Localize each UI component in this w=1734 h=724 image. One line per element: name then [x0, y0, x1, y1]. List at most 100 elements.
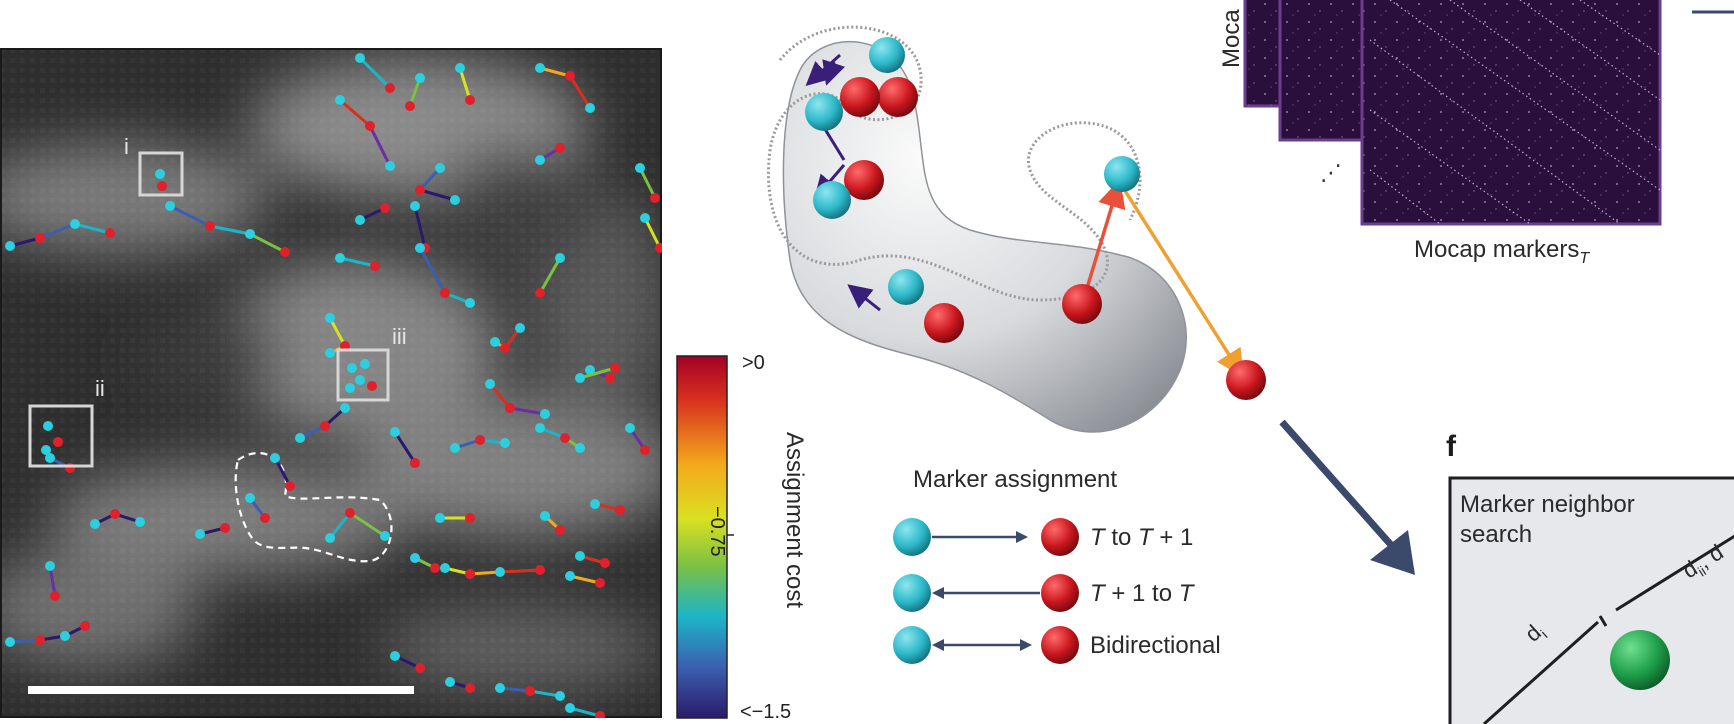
box-marker — [360, 359, 370, 369]
track-marker-cyan — [295, 433, 305, 443]
track-marker-cyan — [555, 691, 565, 701]
colorbar-gradient — [676, 355, 728, 719]
track-marker-cyan — [535, 423, 545, 433]
track-marker-cyan — [45, 453, 55, 463]
track-marker-red — [655, 243, 662, 253]
track-marker-red — [500, 343, 510, 353]
track-marker-red — [555, 143, 565, 153]
track-marker-red — [280, 247, 290, 257]
track-marker-cyan — [635, 163, 645, 173]
box-label-ii: ii — [95, 376, 105, 401]
legend-row-1: T to T + 1 — [1090, 524, 1194, 551]
track-marker-cyan — [270, 453, 280, 463]
track-marker-red — [615, 505, 625, 515]
panel-f-letter: f — [1446, 430, 1456, 463]
track-marker-cyan — [565, 703, 575, 713]
track-marker-cyan — [415, 73, 425, 83]
track-marker-cyan — [5, 241, 15, 251]
track-marker-cyan — [590, 499, 600, 509]
box-label-i: i — [124, 134, 129, 159]
box-marker — [347, 363, 357, 373]
track-marker-cyan — [340, 403, 350, 413]
track-marker-red — [345, 508, 355, 518]
highlight-box-iii — [336, 348, 390, 402]
track-marker-cyan — [355, 53, 365, 63]
track-marker-cyan — [335, 253, 345, 263]
track-marker-red — [205, 221, 215, 231]
track-marker-cyan — [380, 531, 390, 541]
track-marker-red — [440, 288, 450, 298]
colorbar-tick-top: >0 — [742, 352, 765, 374]
track-marker-cyan — [540, 409, 550, 419]
mocap-label: Mocap markersT — [1414, 236, 1590, 267]
track-marker-red — [565, 71, 575, 81]
highlight-box-i — [138, 151, 184, 197]
track-marker-cyan — [575, 443, 585, 453]
box-marker — [367, 381, 377, 391]
track-marker-red — [640, 445, 650, 455]
box-marker — [355, 375, 365, 385]
arrow-d — [847, 284, 881, 312]
track-marker-cyan — [535, 155, 545, 165]
track-marker-cyan — [325, 348, 335, 358]
track-marker-cyan — [385, 161, 395, 171]
track-marker-cyan — [5, 637, 15, 647]
colorbar — [676, 355, 734, 719]
track-marker-cyan — [435, 513, 445, 523]
box-marker — [53, 437, 63, 447]
marker-red — [840, 77, 880, 117]
legend-cyan-3 — [893, 626, 931, 664]
mocap-connector — [1692, 10, 1734, 14]
track-marker-cyan — [165, 201, 175, 211]
arrow-orange — [1120, 185, 1244, 378]
track-marker-red — [385, 83, 395, 93]
track-marker-cyan — [500, 438, 510, 448]
track-marker-cyan — [490, 337, 500, 347]
microscopy-panel — [0, 48, 662, 718]
track-marker-cyan — [135, 517, 145, 527]
track-marker-cyan — [485, 379, 495, 389]
track-marker-cyan — [355, 215, 365, 225]
box-label-iii: iii — [392, 324, 407, 349]
track-marker-red — [610, 363, 620, 373]
track-marker-cyan — [585, 103, 595, 113]
marker-cyan — [869, 37, 905, 73]
marker-red — [878, 77, 918, 117]
mocap-ellipsis: ⋰ — [1320, 160, 1342, 185]
marker-red — [1062, 284, 1102, 324]
track-marker-cyan — [390, 651, 400, 661]
track-marker-cyan — [575, 373, 585, 383]
marker-cyan — [1104, 156, 1140, 192]
box-marker — [157, 181, 167, 191]
track-marker-red — [465, 569, 475, 579]
track-marker-red — [465, 95, 475, 105]
track-marker-red — [595, 578, 605, 588]
track-marker-red — [35, 233, 45, 243]
legend-glyphs — [893, 518, 1079, 664]
track-marker-cyan — [70, 219, 80, 229]
track-marker-cyan — [450, 443, 460, 453]
track-marker-cyan — [325, 313, 335, 323]
track-marker-cyan — [445, 677, 455, 687]
track-marker-red — [105, 228, 115, 238]
legend-row-2: T + 1 to T — [1090, 580, 1194, 607]
track-marker-red — [535, 288, 545, 298]
track-marker-red — [525, 686, 535, 696]
arrow-red — [1082, 179, 1126, 299]
legend-red-2 — [1041, 574, 1079, 612]
box-marker — [345, 383, 355, 393]
legend-red-1 — [1041, 518, 1079, 556]
track-marker-red — [465, 683, 475, 693]
track-marker-red — [465, 513, 475, 523]
legend-cyan-2 — [893, 574, 931, 612]
track-marker-cyan — [415, 243, 425, 253]
mocap-diagonals — [1369, 0, 1661, 225]
box-marker — [43, 421, 53, 431]
track-marker-red — [320, 421, 330, 431]
track-marker-cyan — [245, 493, 255, 503]
track-marker-cyan — [465, 298, 475, 308]
track-marker-red — [405, 101, 415, 111]
track-marker-cyan — [555, 253, 565, 263]
track-marker-cyan — [495, 567, 505, 577]
